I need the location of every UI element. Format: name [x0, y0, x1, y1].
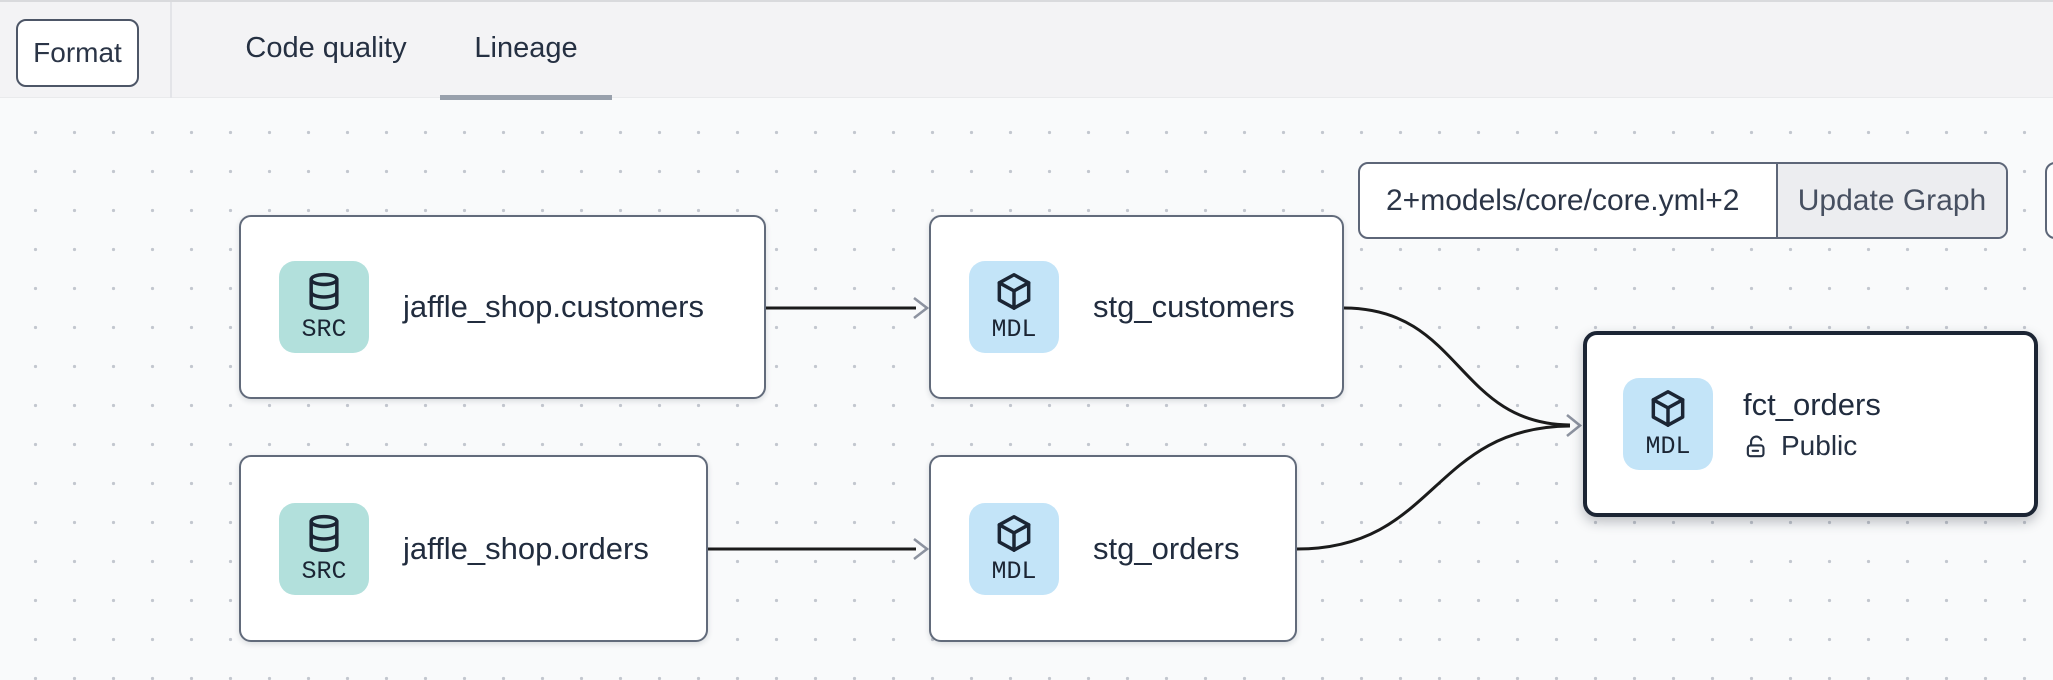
edge-stg-orders-to-fct-orders — [1296, 424, 1571, 551]
edge-stg-customers-to-fct-orders — [1343, 306, 1571, 427]
badge-label: SRC — [301, 556, 347, 586]
cube-icon — [997, 514, 1031, 552]
node-jaffle-shop-customers[interactable]: SRC jaffle_shop.customers — [239, 215, 766, 399]
node-stg-orders[interactable]: MDL stg_orders — [929, 455, 1297, 642]
node-label: stg_orders — [1093, 530, 1240, 566]
access-row: Public — [1743, 430, 1881, 462]
model-badge: MDL — [1623, 378, 1713, 470]
arrowhead-stg-customers — [913, 296, 930, 320]
tab-lineage[interactable]: Lineage — [474, 32, 578, 64]
badge-label: MDL — [991, 315, 1037, 344]
selector-divider — [1776, 164, 1778, 237]
lineage-canvas[interactable]: SRC jaffle_shop.customers MDL stg_custom… — [0, 99, 2053, 680]
node-label: fct_orders — [1743, 386, 1881, 422]
toolbar-divider — [170, 2, 172, 98]
graph-selector-group: Update Graph — [1358, 162, 2008, 239]
database-icon — [309, 272, 339, 311]
tab-code-quality[interactable]: Code quality — [245, 32, 407, 64]
access-label: Public — [1781, 429, 1858, 461]
active-tab-underline — [440, 95, 612, 100]
lineage-edges-layer — [708, 296, 1583, 561]
cube-icon — [1651, 390, 1685, 427]
node-label: jaffle_shop.orders — [403, 530, 649, 566]
source-badge: SRC — [279, 502, 369, 595]
node-label: stg_customers — [1093, 289, 1295, 324]
model-badge: MDL — [969, 261, 1059, 353]
badge-label: MDL — [991, 556, 1037, 586]
arrowhead-fct-orders — [1566, 413, 1583, 438]
badge-label: MDL — [1645, 432, 1691, 461]
node-fct-orders[interactable]: MDL fct_orders Public — [1583, 331, 2038, 517]
database-icon — [309, 514, 339, 552]
format-button[interactable]: Format — [16, 19, 139, 87]
source-badge: SRC — [279, 261, 369, 353]
arrowhead-stg-orders — [913, 537, 930, 561]
node-stg-customers[interactable]: MDL stg_customers — [929, 215, 1344, 399]
lock-open-icon — [1746, 435, 1765, 457]
badge-label: SRC — [301, 315, 347, 344]
toolbar: Format Code quality Lineage — [0, 0, 2053, 100]
partial-right-control[interactable] — [2045, 162, 2053, 239]
update-graph-button[interactable]: Update Graph — [1778, 164, 2006, 237]
graph-selector-input[interactable] — [1360, 164, 1777, 237]
model-badge: MDL — [969, 502, 1059, 595]
node-label: jaffle_shop.customers — [403, 289, 704, 324]
node-jaffle-shop-orders[interactable]: SRC jaffle_shop.orders — [239, 455, 708, 642]
cube-icon — [997, 273, 1031, 310]
